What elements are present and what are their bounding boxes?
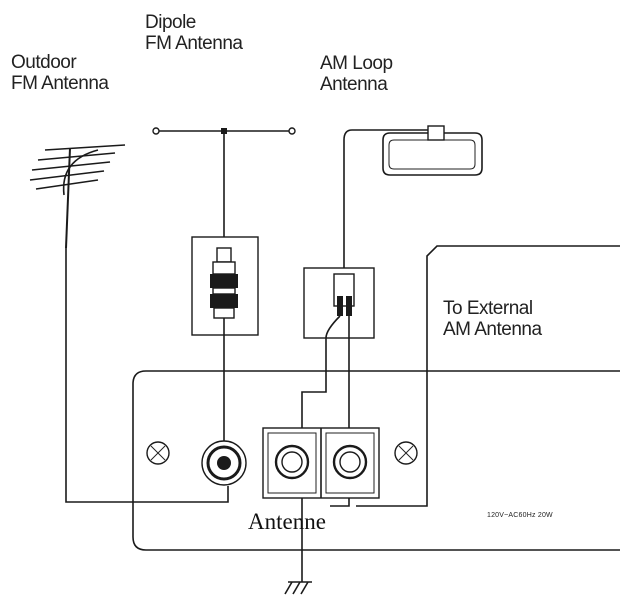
outdoor-fm-cable <box>65 248 229 503</box>
external-am-antenna-label: To External AM Antenna <box>443 298 542 340</box>
outdoor-fm-antenna <box>29 144 126 249</box>
dipole-plug-inset <box>191 236 259 450</box>
rear-panel <box>132 245 620 595</box>
outdoor-fm-antenna-label: Outdoor FM Antenna <box>11 52 109 94</box>
dipole-fm-antenna-label: Dipole FM Antenna <box>145 12 243 54</box>
dipole-fm-antenna <box>152 127 296 250</box>
am-loop-antenna-label: AM Loop Antenna <box>320 53 393 95</box>
am-loop-antenna <box>343 125 483 270</box>
power-rating-label: 120V~AC60Hz 20W <box>487 512 553 519</box>
antenne-label: Antenne <box>248 509 326 534</box>
